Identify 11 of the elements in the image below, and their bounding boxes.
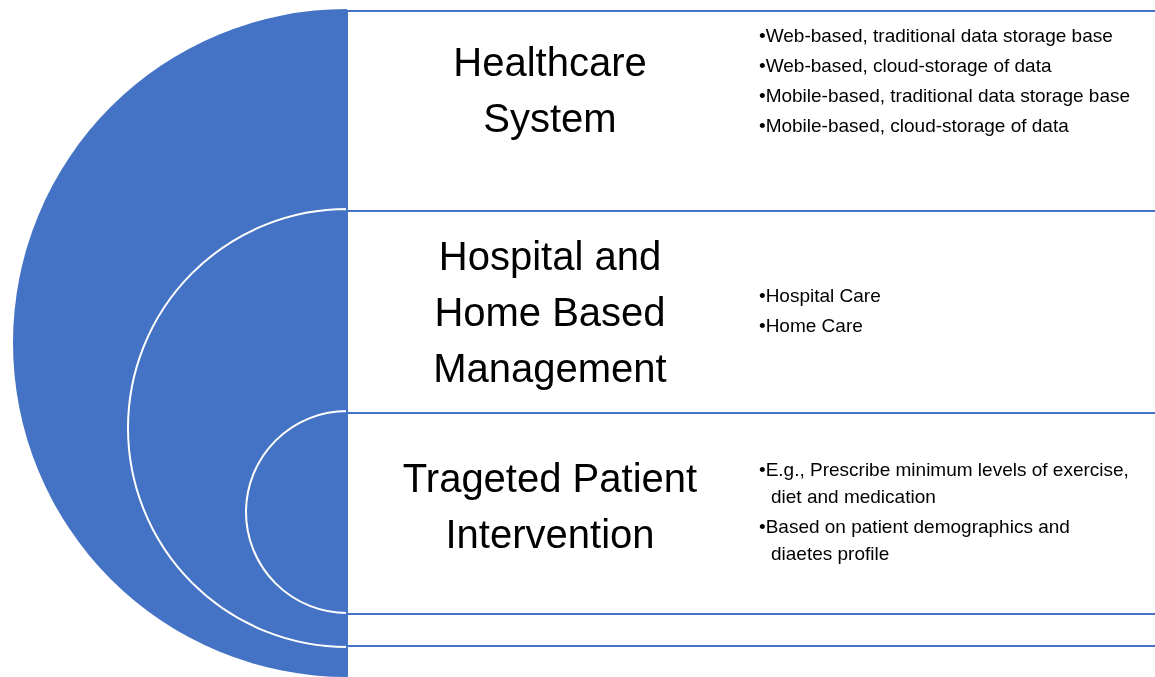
band-heading: Healthcare System <box>452 39 648 142</box>
bullet-item: •Mobile-based, traditional data storage base <box>759 84 1132 108</box>
bullet-item: •Web-based, traditional data storage base <box>759 24 1114 48</box>
bullet-item: •Based on patient demographics and diaetes profile <box>759 515 1071 566</box>
bullet-item: •Hospital Care <box>759 284 882 308</box>
band-heading: Hospital and Home Based Management <box>432 233 668 392</box>
bullet-item: •Home Care <box>759 314 864 338</box>
bullet-item: •Web-based, cloud-storage of data <box>759 54 1053 78</box>
bullet-item: •Mobile-based, cloud-storage of data <box>759 114 1070 138</box>
bullet-item: •E.g., Prescribe minimum levels of exercise, diet and medication <box>759 458 1130 509</box>
band-heading: Trageted Patient Intervention <box>401 455 699 558</box>
